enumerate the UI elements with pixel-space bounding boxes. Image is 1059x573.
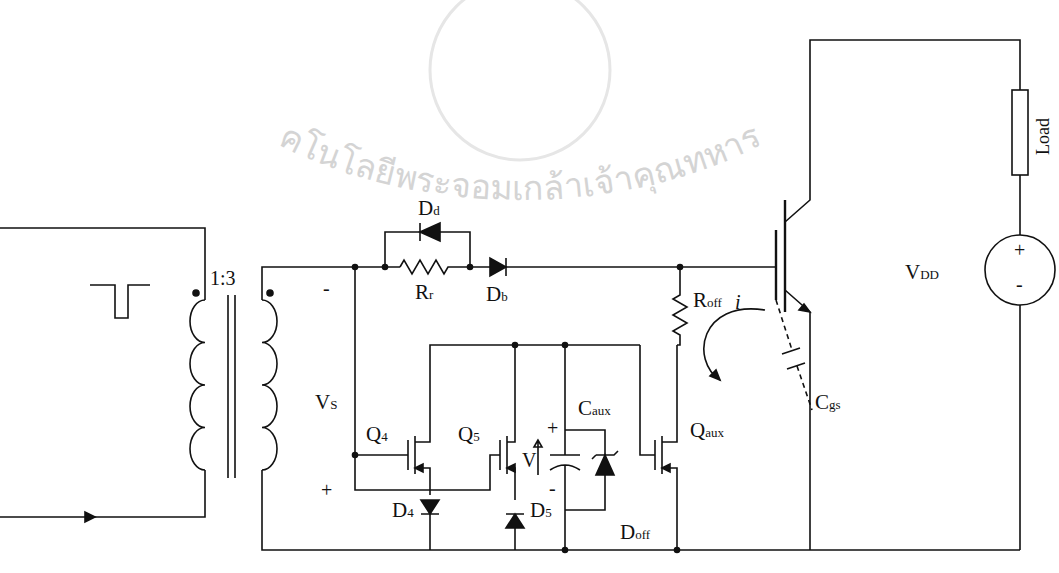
component-label: Db xyxy=(486,284,508,305)
junction-dot xyxy=(675,548,680,553)
component-label: Dd xyxy=(418,198,440,219)
component-label: Roff xyxy=(693,290,722,311)
diode-symbol xyxy=(421,500,439,514)
junction-dot xyxy=(353,453,358,458)
junction-dot xyxy=(513,343,518,348)
polarity-dot xyxy=(267,290,273,296)
component-label: Q4 xyxy=(366,424,388,445)
mosfet-symbol xyxy=(408,345,640,495)
junction-dot xyxy=(468,265,473,270)
junction-dot xyxy=(563,343,568,348)
component-label: Qaux xyxy=(690,420,724,441)
wire xyxy=(262,267,400,300)
polarity-dot xyxy=(193,290,199,296)
mosfet-arrow xyxy=(415,464,423,472)
voltage-label: VDD xyxy=(905,262,939,283)
wire xyxy=(262,470,1020,550)
polarity-sign: - xyxy=(323,278,330,298)
diode-symbol xyxy=(490,258,506,276)
component-label: Doff xyxy=(620,522,650,543)
polarity-sign: + xyxy=(547,418,558,438)
wire xyxy=(355,267,500,490)
voltage-label: V xyxy=(522,450,536,470)
zener-symbol xyxy=(596,455,614,475)
component-label: Q5 xyxy=(458,424,480,445)
component-label: Caux xyxy=(578,398,611,419)
arrow-head xyxy=(85,512,95,522)
secondary-coil xyxy=(262,300,277,470)
junction-dot xyxy=(383,265,388,270)
pulse-symbol xyxy=(90,285,150,318)
voltage-source xyxy=(985,235,1055,305)
capacitor-symbol xyxy=(782,348,805,369)
ratio-label: 1:3 xyxy=(210,268,236,288)
component-label: Cgs xyxy=(815,392,841,413)
capacitor-symbol xyxy=(550,345,580,550)
polarity-sign: + xyxy=(321,480,332,500)
mosfet-arrow xyxy=(507,464,515,472)
wire xyxy=(385,232,470,267)
igbt-symbol xyxy=(785,40,1020,550)
voltage-label: VS xyxy=(315,392,337,413)
mosfet-arrow xyxy=(662,464,670,472)
junction-dot xyxy=(563,548,568,553)
primary-coil xyxy=(190,300,205,470)
transformer-core xyxy=(228,295,235,478)
wire xyxy=(429,514,431,550)
wire xyxy=(0,470,205,517)
diode-symbol xyxy=(420,223,440,241)
diode-symbol xyxy=(506,514,524,528)
watermark-text: คโนโลยีพระจอมเกล้าเจ้าคุณทหาร xyxy=(274,115,767,208)
wire xyxy=(506,266,775,268)
component-label: D4 xyxy=(392,500,414,521)
polarity-sign: + xyxy=(1014,240,1025,260)
current-label: i xyxy=(735,292,741,312)
current-arrow xyxy=(710,370,720,380)
wire xyxy=(1019,175,1021,550)
load-box xyxy=(1012,90,1028,175)
igbt-symbol xyxy=(776,200,785,312)
wire xyxy=(640,345,655,455)
component-label: Rr xyxy=(415,282,433,303)
wire xyxy=(514,528,516,550)
resistor-symbol xyxy=(673,267,687,345)
polarity-sign: - xyxy=(549,478,556,498)
cgs-dashed xyxy=(776,300,812,410)
current-loop xyxy=(704,309,765,380)
igbt-arrow xyxy=(799,304,810,312)
polarity-sign: - xyxy=(1016,274,1023,294)
mosfet-symbol xyxy=(500,345,515,500)
load-label: Load xyxy=(1034,118,1052,155)
component-label: D5 xyxy=(530,500,552,521)
resistor-symbol xyxy=(400,260,490,274)
wire xyxy=(0,228,205,300)
watermark-emblem xyxy=(430,0,610,160)
watermark-text: คโนโลยีพระจอมเกล้าเจ้าคุณทหาร xyxy=(274,115,767,208)
zener-symbol xyxy=(592,451,618,459)
mosfet-symbol xyxy=(655,345,677,550)
wire xyxy=(355,454,408,456)
